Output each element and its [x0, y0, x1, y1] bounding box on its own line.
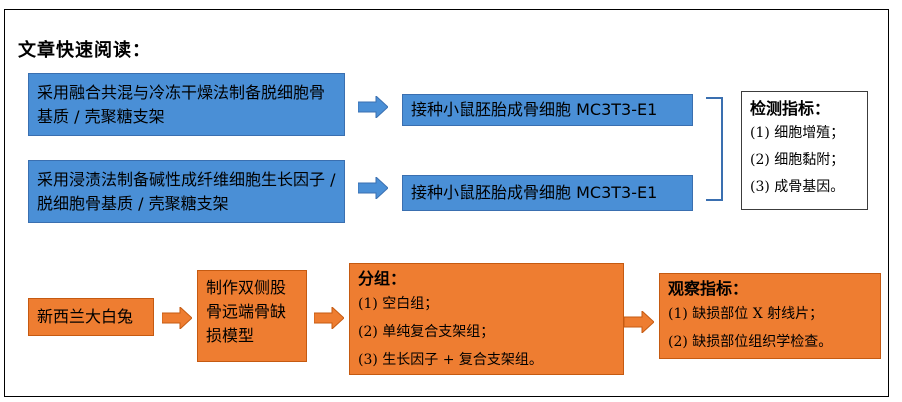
- observe-title: 观察指标：: [668, 279, 749, 298]
- seed-box-1: 接种小鼠胚胎成骨细胞 MC3T3-E1: [402, 94, 693, 126]
- method-box-2: 采用浸渍法制备碱性成纤维细胞生长因子 / 脱细胞骨基质 / 壳聚糖支架: [28, 160, 345, 223]
- bracket-icon: [706, 97, 723, 201]
- group-item: (2) 单纯复合支架组；: [358, 324, 495, 340]
- rabbit-box: 新西兰大白兔: [28, 298, 154, 336]
- group-item: (3) 生长因子 + 复合支架组。: [358, 352, 543, 368]
- observe-box: 观察指标： (1) 缺损部位 X 射线片； (2) 缺损部位组织学检查。: [659, 273, 881, 359]
- groups-title: 分组：: [358, 269, 407, 288]
- rabbit-text: 新西兰大白兔: [37, 307, 134, 326]
- indicator-item: (2) 细胞黏附；: [750, 152, 845, 168]
- arrow-right-icon: [358, 96, 388, 118]
- arrow-right-icon: [314, 307, 344, 329]
- seed-text-2: 接种小鼠胚胎成骨细胞 MC3T3-E1: [411, 183, 658, 202]
- groups-box: 分组： (1) 空白组； (2) 单纯复合支架组； (3) 生长因子 + 复合支…: [349, 263, 624, 375]
- observe-item: (1) 缺损部位 X 射线片；: [668, 306, 824, 322]
- arrow-right-icon: [162, 307, 192, 329]
- indicators-title: 检测指标：: [750, 99, 831, 118]
- arrow-right-icon: [624, 311, 654, 333]
- indicators-box: 检测指标： (1) 细胞增殖； (2) 细胞黏附； (3) 成骨基因。: [741, 91, 868, 210]
- indicator-item: (1) 细胞增殖；: [750, 125, 845, 141]
- model-box: 制作双侧股骨远端骨缺损模型: [197, 270, 307, 362]
- seed-box-2: 接种小鼠胚胎成骨细胞 MC3T3-E1: [402, 175, 693, 211]
- method-text-1: 采用融合共混与冷冻干燥法制备脱细胞骨基质 / 壳聚糖支架: [37, 82, 326, 126]
- method-text-2: 采用浸渍法制备碱性成纤维细胞生长因子 / 脱细胞骨基质 / 壳聚糖支架: [37, 169, 336, 213]
- observe-item: (2) 缺损部位组织学检查。: [668, 334, 833, 350]
- seed-text-1: 接种小鼠胚胎成骨细胞 MC3T3-E1: [411, 100, 658, 119]
- arrow-right-icon: [358, 177, 388, 199]
- indicator-item: (3) 成骨基因。: [750, 179, 845, 195]
- method-box-1: 采用融合共混与冷冻干燥法制备脱细胞骨基质 / 壳聚糖支架: [28, 73, 345, 136]
- model-text: 制作双侧股骨远端骨缺损模型: [206, 278, 287, 345]
- diagram-title: 文章快速阅读：: [18, 40, 151, 61]
- group-item: (1) 空白组；: [358, 296, 439, 312]
